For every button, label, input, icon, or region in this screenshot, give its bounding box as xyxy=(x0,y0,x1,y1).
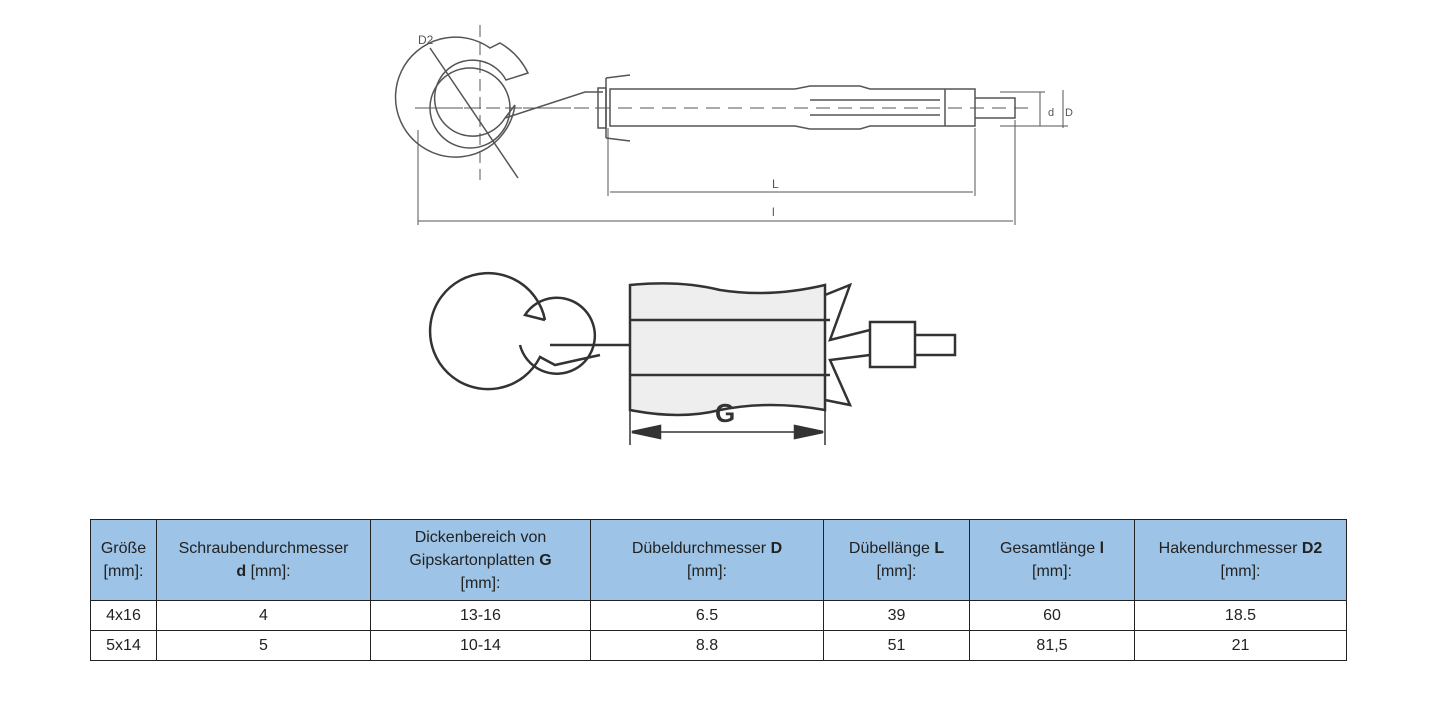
header-size: Größe[mm]: xyxy=(90,519,157,601)
cell: 60 xyxy=(969,600,1135,631)
hook xyxy=(394,36,603,158)
header-total-length: Gesamtlänge l[mm]: xyxy=(969,519,1135,601)
cell: 39 xyxy=(823,600,970,631)
dowel-body xyxy=(609,85,976,130)
cell: 4x16 xyxy=(90,600,157,631)
cell: 5 xyxy=(156,630,371,661)
cell: 21 xyxy=(1134,630,1347,661)
header-hook-diameter: Hakendurchmesser D2[mm]: xyxy=(1134,519,1347,601)
header-dowel-length: Dübellänge L[mm]: xyxy=(823,519,970,601)
cell: 13-16 xyxy=(370,600,591,631)
cell: 10-14 xyxy=(370,630,591,661)
cell: 81,5 xyxy=(969,630,1135,661)
table-row: 5x14 5 10-14 8.8 51 81,5 21 xyxy=(90,630,1347,661)
board xyxy=(628,282,827,417)
table-row: 4x16 4 13-16 6.5 39 60 18.5 xyxy=(90,600,1347,631)
label-l-dowel: L xyxy=(772,177,779,191)
header-dowel-diameter: Dübeldurchmesser D[mm]: xyxy=(590,519,824,601)
cell: 4 xyxy=(156,600,371,631)
hook xyxy=(428,271,601,391)
installed-view-drawing: G xyxy=(428,271,957,445)
d2-leader xyxy=(429,47,519,179)
label-d2: D2 xyxy=(418,33,434,47)
cell: 6.5 xyxy=(590,600,824,631)
label-l-total: l xyxy=(772,205,775,219)
cell: 5x14 xyxy=(90,630,157,661)
label-big-d: D xyxy=(1065,107,1073,119)
label-d: d xyxy=(1048,107,1054,119)
cell: 51 xyxy=(823,630,970,661)
cell: 18.5 xyxy=(1134,600,1347,631)
top-view-drawing: D2 d D L l xyxy=(394,25,1073,225)
cell: 8.8 xyxy=(590,630,824,661)
label-g: G xyxy=(715,398,735,428)
technical-drawing: D2 d D L l G xyxy=(394,25,1073,445)
